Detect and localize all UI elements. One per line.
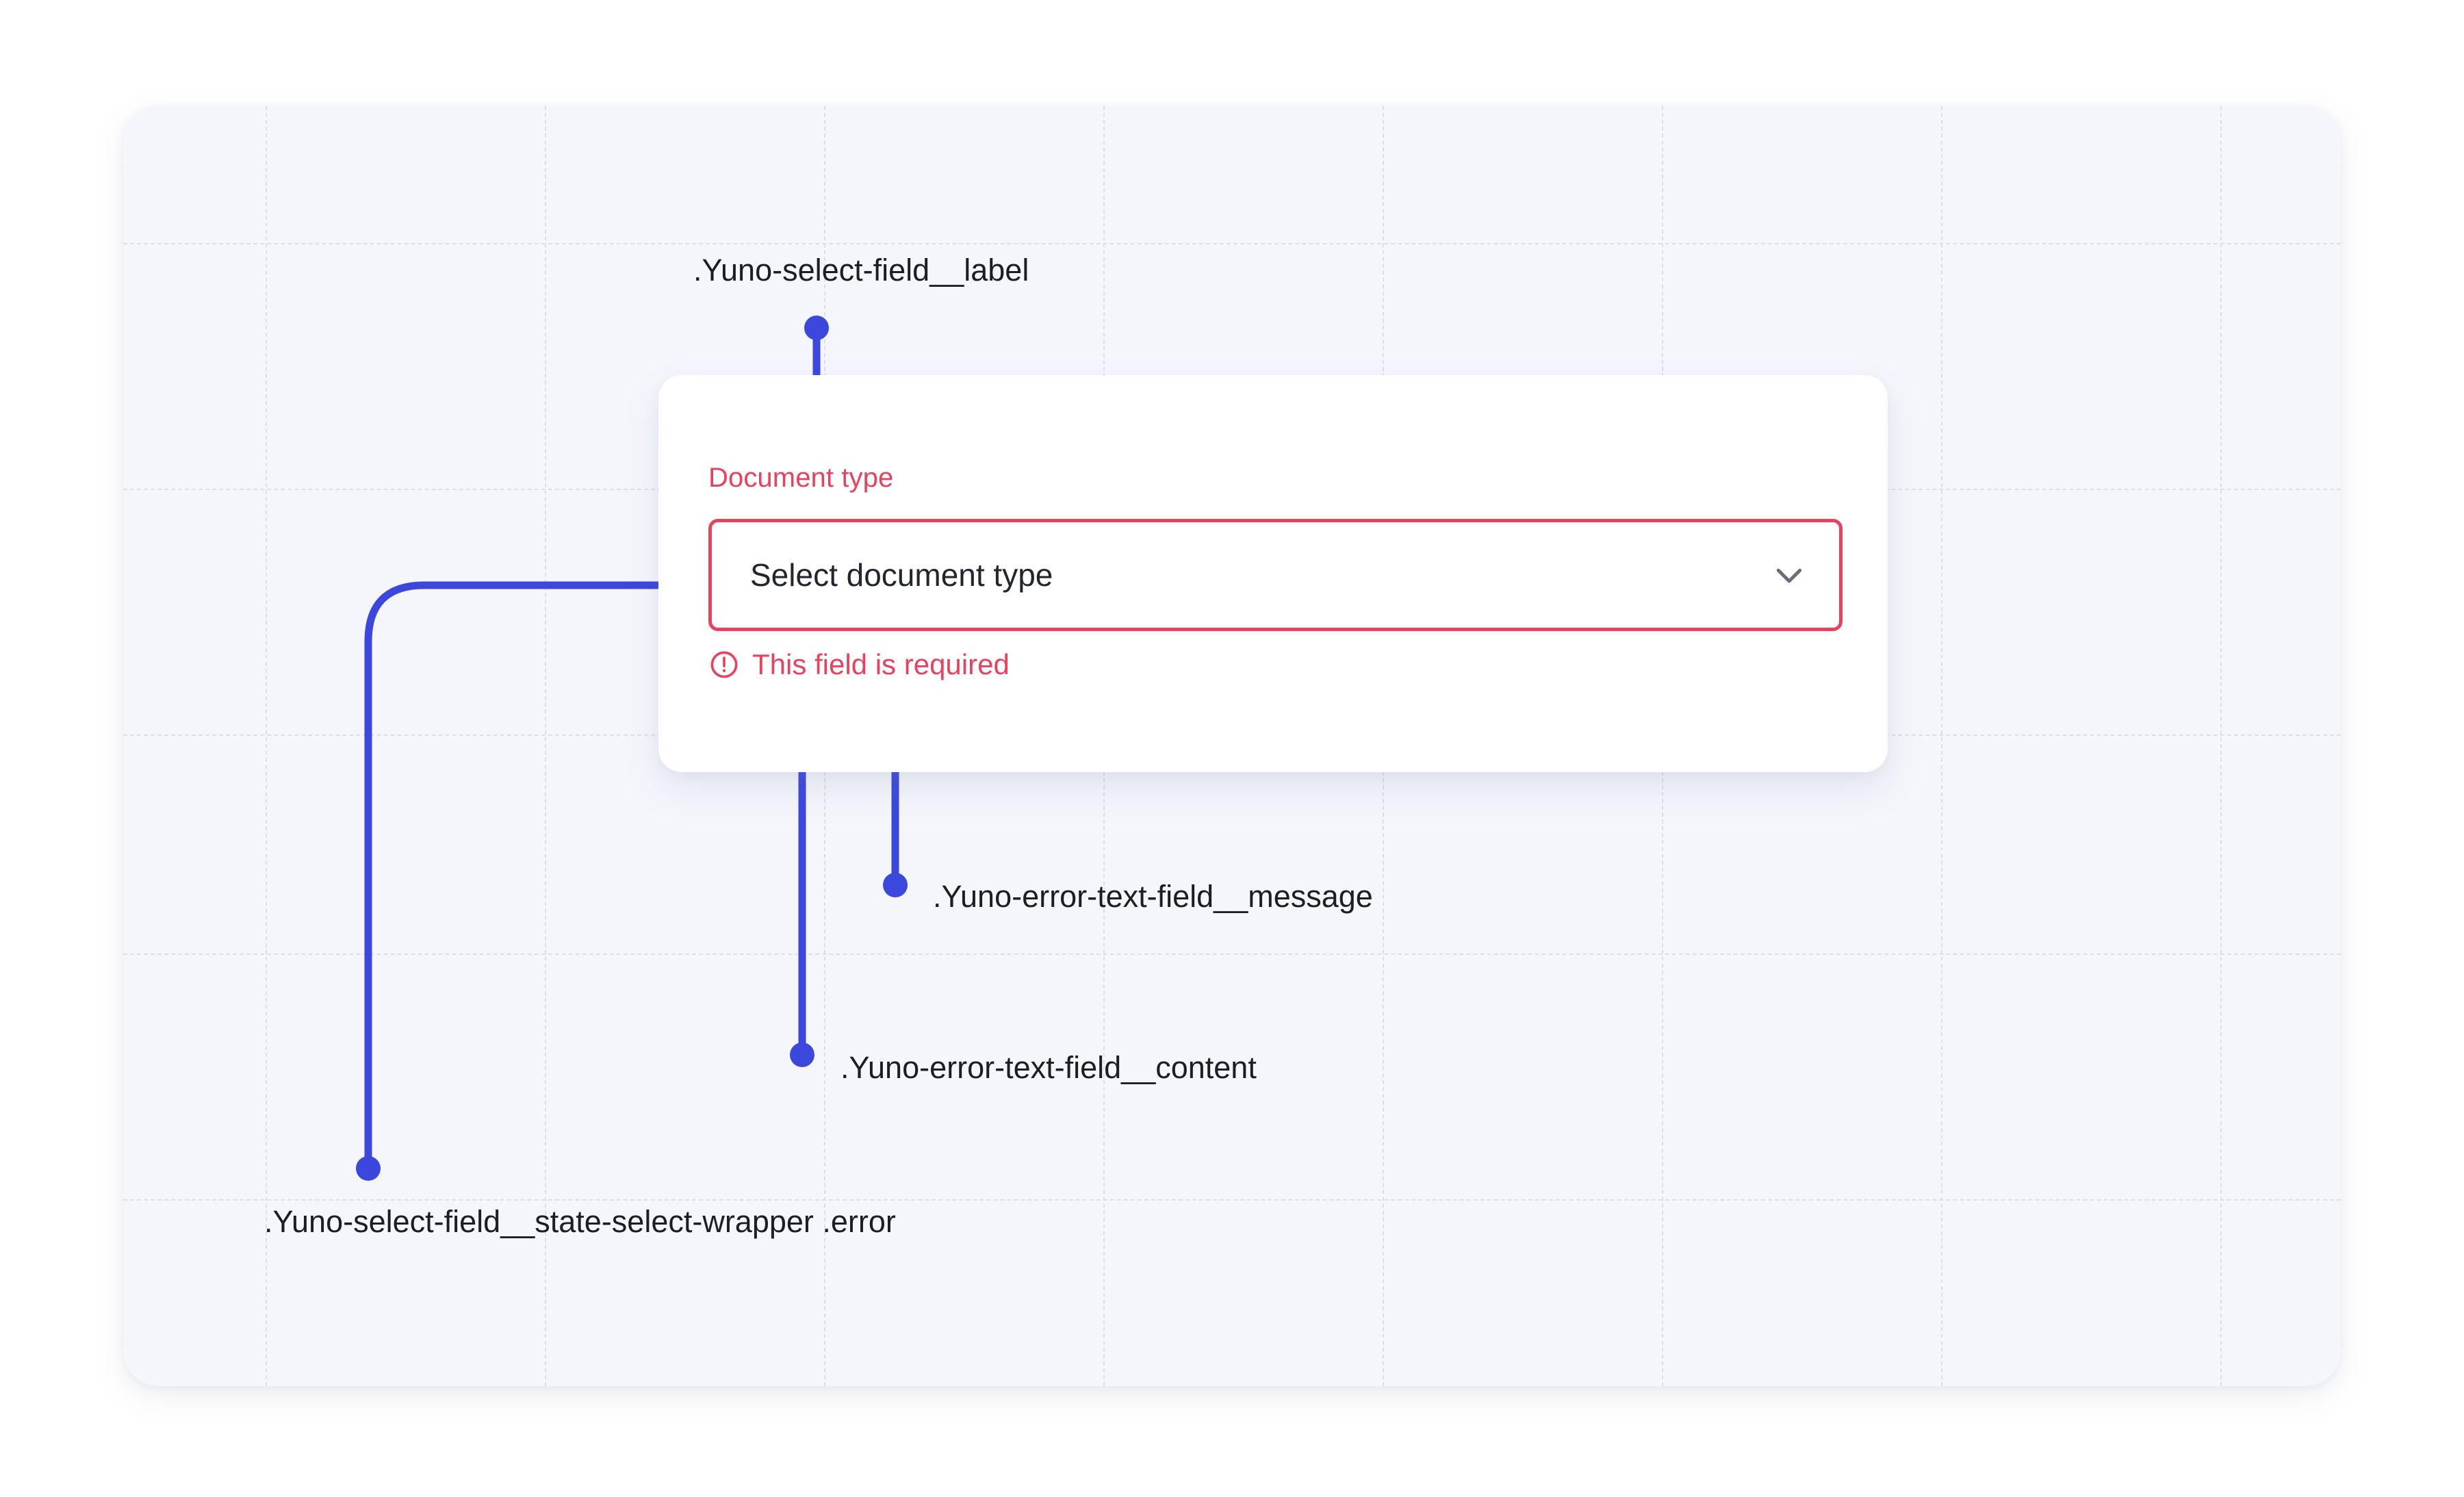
gridline-vertical [1941, 106, 1942, 1386]
gridline-vertical [545, 106, 546, 1386]
error-message-text: This field is required [752, 648, 1010, 680]
gridline-vertical [2220, 106, 2222, 1386]
chevron-down-icon[interactable] [1771, 556, 1808, 593]
select-placeholder-text: Select document type [750, 557, 1053, 593]
document-type-select[interactable]: Select document type [708, 519, 1843, 631]
callout-error-text-field-content: .Yuno-error-text-field__content [840, 1050, 1257, 1085]
gridline-horizontal [123, 954, 2341, 955]
error-text-field-content: This field is required [708, 649, 1010, 680]
alert-circle-icon [710, 651, 738, 678]
callout-select-field-label: .Yuno-select-field__label [693, 253, 1029, 287]
gridline-horizontal [123, 1199, 2341, 1201]
callout-select-field-state-wrapper: .Yuno-select-field__state-select-wrapper… [264, 1204, 896, 1239]
callout-error-text-field-message: .Yuno-error-text-field__message [933, 879, 1373, 914]
gridline-vertical [266, 106, 267, 1386]
document-type-label: Document type [708, 463, 894, 493]
gridline-horizontal [123, 243, 2341, 244]
